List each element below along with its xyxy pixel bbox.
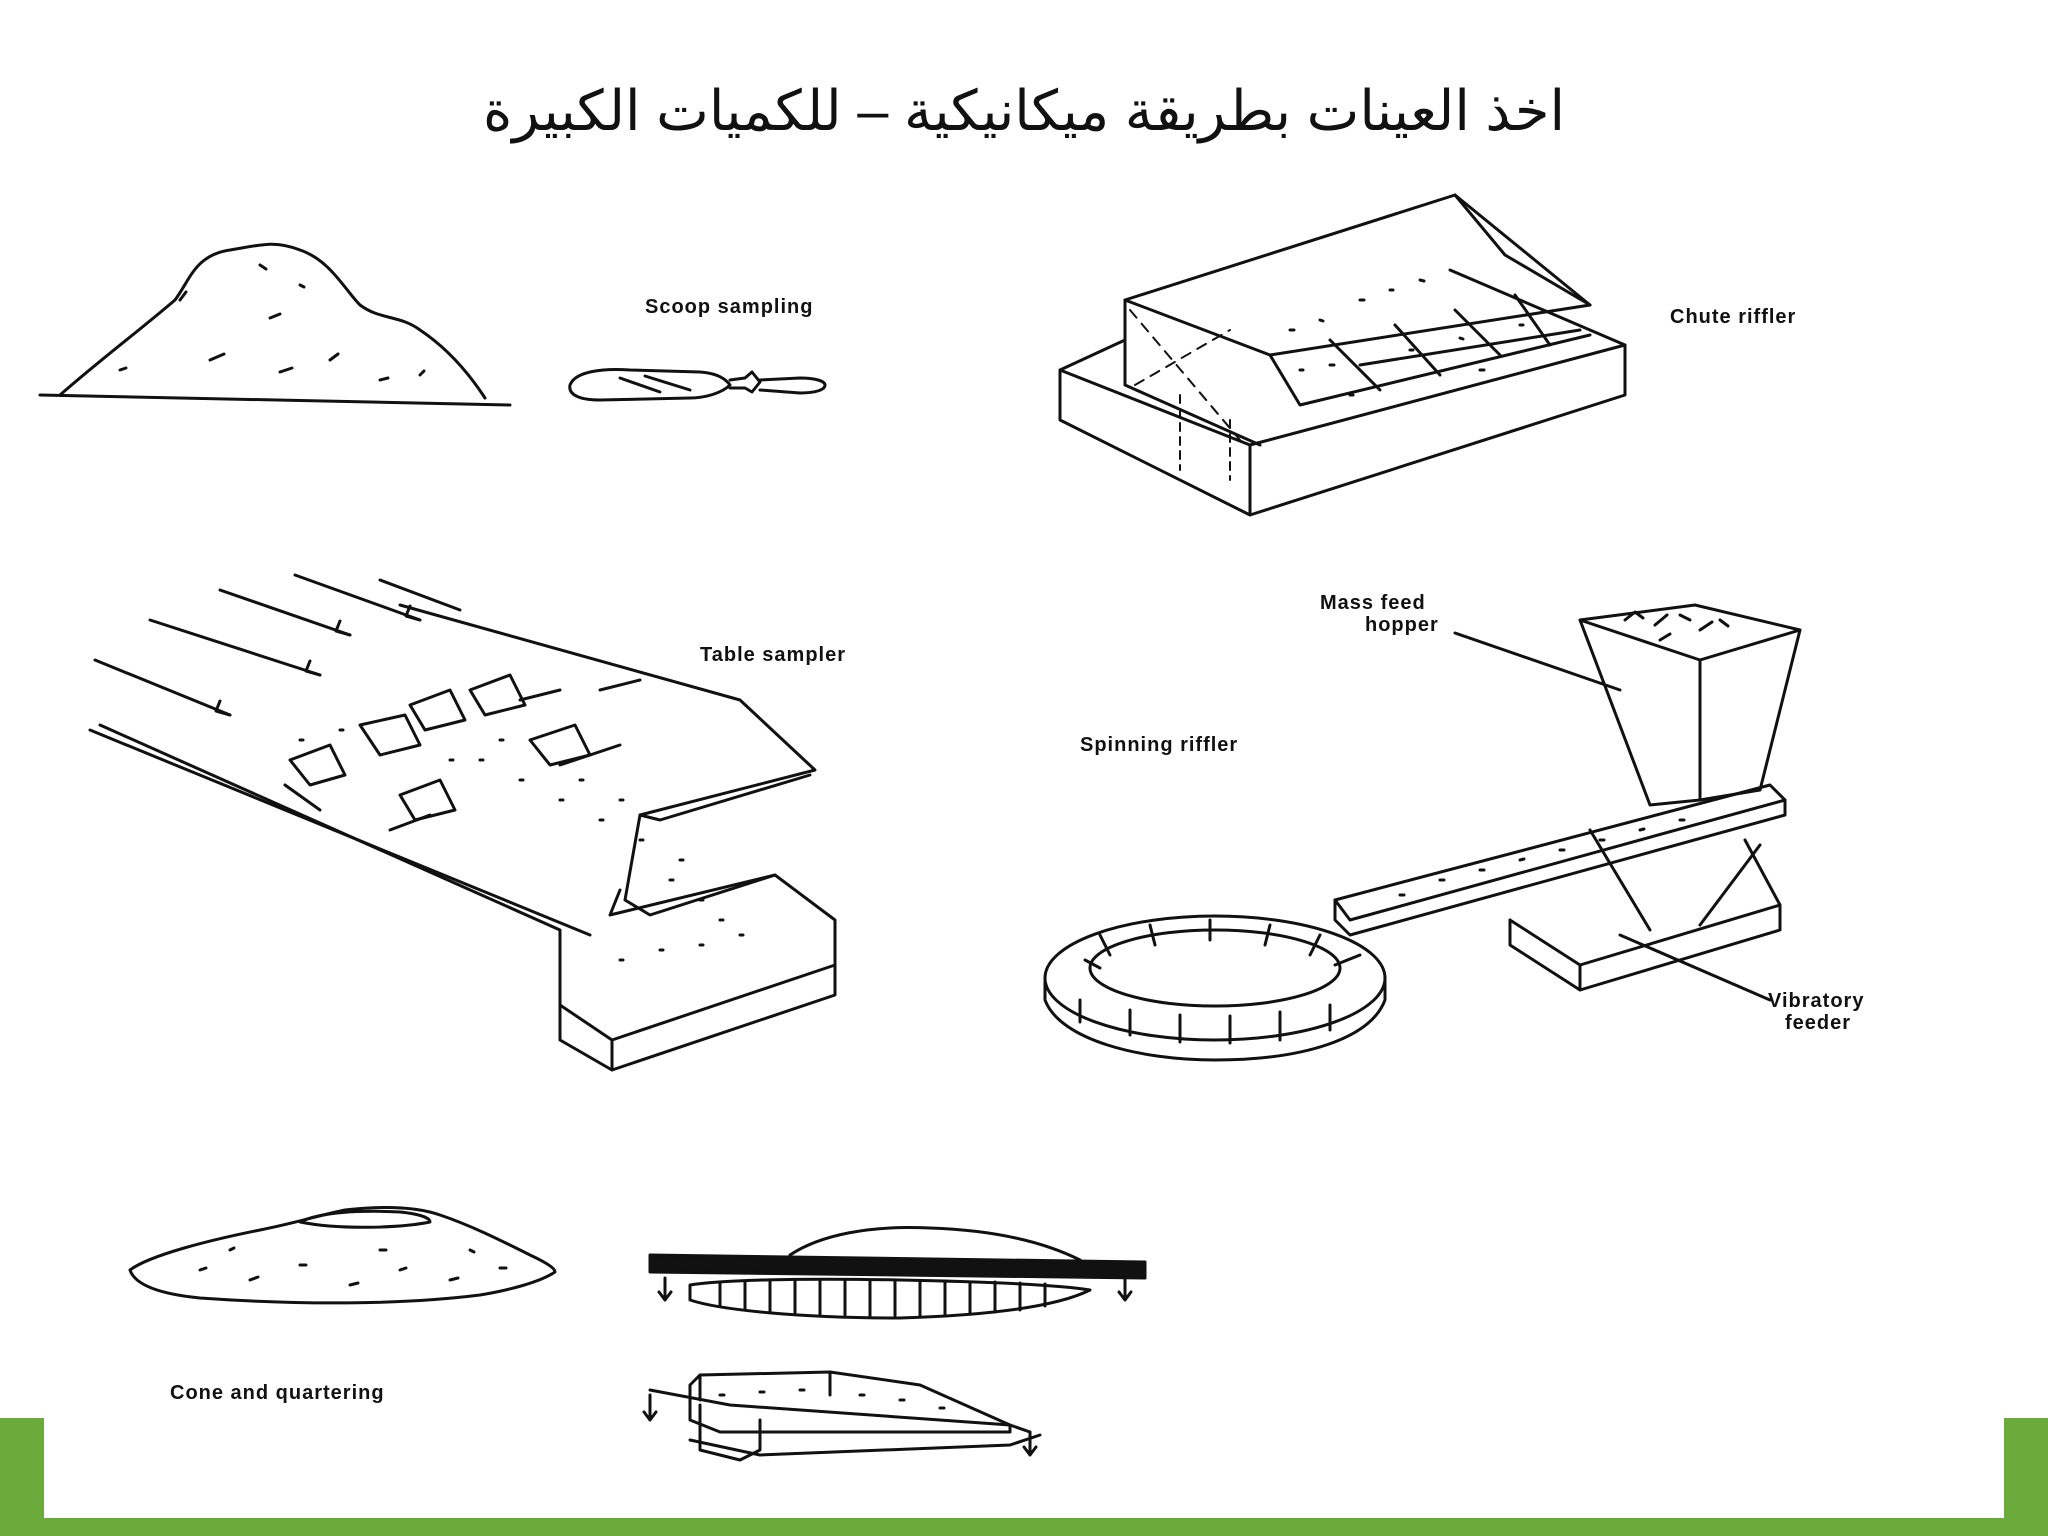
spinning-riffler-drawing bbox=[1043, 603, 1802, 1062]
spinning-riffler-label: Spinning riffler bbox=[1080, 734, 1239, 756]
vibratory-feeder-label-line1: Vibratory bbox=[1768, 990, 1865, 1012]
cone-and-quartering-label: Cone and quartering bbox=[170, 1382, 385, 1404]
mass-feed-hopper-label-line1: Mass feed bbox=[1320, 592, 1426, 614]
slide-title: اخذ العينات بطريقة ميكانيكية – للكميات ا… bbox=[482, 79, 1566, 142]
quartered-cake-drawing bbox=[642, 1370, 1042, 1462]
scoop-sampling-label: Scoop sampling bbox=[645, 296, 814, 318]
flattened-cone-drawing bbox=[648, 1226, 1147, 1320]
stockpile-drawing bbox=[38, 242, 512, 407]
chute-riffler-label: Chute riffler bbox=[1670, 306, 1797, 328]
scoop-drawing bbox=[568, 368, 827, 402]
chute-riffler-drawing bbox=[1058, 193, 1627, 517]
frame-left-bar bbox=[0, 1418, 44, 1536]
frame-bottom-bar bbox=[0, 1518, 2048, 1536]
frame-right-bar bbox=[2004, 1418, 2048, 1536]
table-sampler-label: Table sampler bbox=[700, 644, 847, 666]
vibratory-feeder-label-line2: feeder bbox=[1785, 1012, 1852, 1034]
mass-feed-hopper-label-line2: hopper bbox=[1365, 614, 1439, 636]
cone-pile-drawing bbox=[128, 1206, 557, 1305]
table-sampler-drawing bbox=[88, 573, 837, 1072]
